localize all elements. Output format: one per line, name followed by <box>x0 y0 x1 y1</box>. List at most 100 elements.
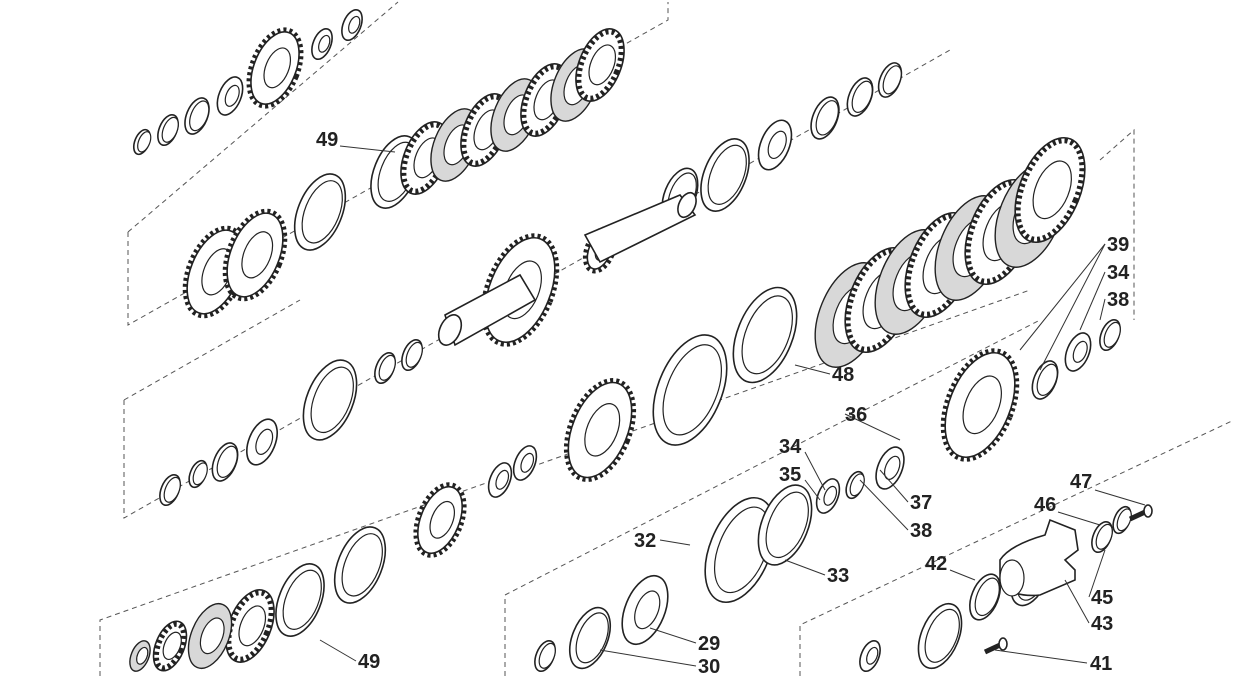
leader-line <box>1079 271 1106 331</box>
needle-bearing <box>487 462 513 498</box>
snap-ring <box>917 602 963 670</box>
callout-34: 34 <box>779 436 802 458</box>
leader-line <box>1039 243 1106 371</box>
callout-37: 37 <box>910 492 932 514</box>
snap-ring <box>132 128 152 156</box>
callout-38: 38 <box>910 520 932 542</box>
needle-bearing <box>216 76 244 116</box>
callout-35: 35 <box>779 464 801 486</box>
clutch-plate <box>225 589 275 663</box>
shaft-tip <box>437 314 463 346</box>
needle-bearing <box>815 478 841 514</box>
callout-leaders <box>319 145 1146 667</box>
callout-42: 42 <box>925 553 947 575</box>
leader-line <box>794 364 831 375</box>
leader-line <box>844 413 901 441</box>
leader-line <box>879 469 909 503</box>
callout-39: 39 <box>1107 234 1129 256</box>
group-outline-right <box>1099 128 1135 320</box>
leader-line <box>659 539 691 546</box>
snap-ring <box>846 77 874 117</box>
callout-49: 49 <box>316 129 338 151</box>
callout-48: 48 <box>832 364 854 386</box>
leader-line <box>339 145 396 153</box>
clutch-plate <box>575 28 625 102</box>
needle-bearing <box>621 575 669 645</box>
snap-ring <box>810 96 840 140</box>
leader-line <box>1099 298 1106 321</box>
callout-41: 41 <box>1090 653 1112 675</box>
needle-bearing <box>859 640 881 672</box>
leader-line <box>1088 549 1106 598</box>
callout-46: 46 <box>1034 494 1056 516</box>
snap-ring <box>1112 505 1132 535</box>
leader-line <box>1064 579 1090 624</box>
callout-30: 30 <box>698 656 720 678</box>
clutch-plate <box>1014 136 1086 244</box>
snap-ring <box>293 173 347 251</box>
snap-ring <box>700 138 750 212</box>
snap-ring <box>333 526 387 604</box>
snap-ring <box>969 573 1001 621</box>
snap-ring <box>374 352 396 384</box>
snap-ring <box>302 359 358 441</box>
snap-ring <box>877 62 903 98</box>
callout-49: 49 <box>358 651 380 673</box>
callout-labels: 49 39 34 38 48 36 34 35 37 38 47 46 32 3… <box>316 129 1130 678</box>
friction-disc <box>129 640 151 672</box>
leader-line <box>319 639 357 662</box>
callout-45: 45 <box>1091 587 1113 609</box>
callout-38: 38 <box>1107 289 1129 311</box>
gear <box>563 378 637 482</box>
clutch-plate <box>152 620 188 672</box>
callout-33: 33 <box>827 565 849 587</box>
needle-bearing <box>311 28 333 60</box>
leader-line <box>859 479 909 531</box>
bolt <box>1128 504 1153 522</box>
snap-ring <box>184 97 210 135</box>
friction-disc <box>187 603 233 669</box>
callout-29: 29 <box>698 633 720 655</box>
snap-ring <box>652 334 728 446</box>
shaft-end <box>677 191 697 219</box>
leader-line <box>804 479 821 501</box>
snap-ring <box>188 459 208 489</box>
group-outline-bottom <box>504 319 1041 676</box>
needle-bearing <box>875 446 905 490</box>
gear <box>246 27 304 109</box>
snap-ring <box>732 286 798 384</box>
callout-32: 32 <box>634 530 656 552</box>
group-outline-top <box>127 2 669 326</box>
needle-bearing <box>757 119 793 171</box>
leader-line <box>599 649 697 667</box>
shaft-body <box>583 194 697 264</box>
callout-34: 34 <box>1107 262 1130 284</box>
group-outline-middle <box>123 48 951 519</box>
snap-ring <box>159 474 181 506</box>
leader-line <box>949 569 976 581</box>
snap-ring <box>757 484 813 566</box>
main-shaft <box>437 191 697 347</box>
snap-ring <box>1031 360 1059 400</box>
gear <box>940 348 1020 462</box>
snap-ring <box>275 563 325 637</box>
parts <box>129 9 1153 672</box>
leader-line <box>1057 511 1101 526</box>
leader-line <box>784 559 826 576</box>
callout-36: 36 <box>845 404 867 426</box>
snap-ring <box>1091 521 1113 553</box>
leader-line <box>804 451 826 491</box>
needle-bearing <box>341 9 363 41</box>
yoke-bore <box>999 559 1025 597</box>
gear <box>222 208 288 302</box>
gear <box>413 482 467 558</box>
snap-ring <box>845 470 865 500</box>
leader-line <box>1019 243 1106 351</box>
leader-line <box>649 627 697 644</box>
callout-43: 43 <box>1091 613 1113 635</box>
group-outline-bottom-right <box>799 419 1235 676</box>
snap-ring <box>211 442 239 482</box>
needle-bearing <box>246 418 278 466</box>
